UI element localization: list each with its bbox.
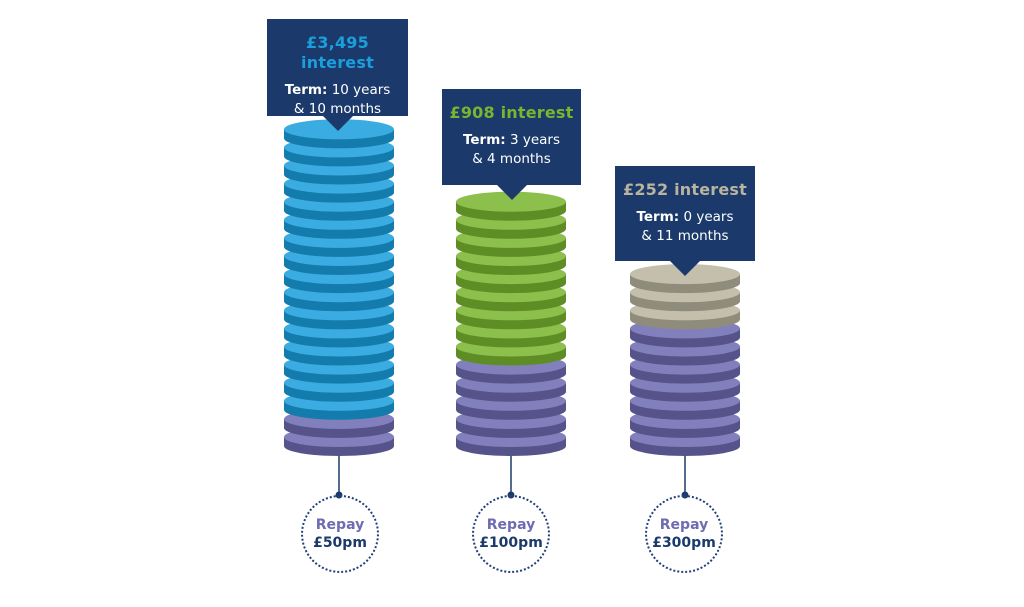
callout-term: Term: 3 years & 4 months [442,131,581,169]
interest-amount: £252 [622,180,669,199]
interest-suffix: interest [494,103,574,122]
interest-amount: £908 [449,103,495,122]
repay-amount: £100pm [479,535,543,551]
repay-label: Repay [659,517,709,533]
term-line1: 3 years [509,132,561,148]
term-line1: 0 years [683,209,734,225]
term-label: Term: [462,132,506,148]
callout-50pm: £3,495 interest Term: 10 years & 10 month… [267,19,408,131]
coin-stack [630,264,740,499]
interest-suffix: interest [301,53,374,72]
repay-50pm: Repay £50pm [301,495,379,573]
repay-300pm: Repay £300pm [645,495,723,573]
callout-100pm: £908 interest Term: 3 years & 4 months [442,89,581,200]
callout-term: Term: 10 years & 10 months [267,81,408,119]
callout-headline: £908 interest [442,103,581,123]
term-line2: & 4 months [472,151,551,167]
callout-headline: £3,495 interest [267,33,408,73]
coin-stack [456,191,566,499]
callout-300pm: £252 interest Term: 0 years & 11 months [615,166,755,276]
repay-label: Repay [315,517,365,533]
interest-suffix: interest [668,180,747,199]
term-label: Term: [284,82,328,98]
term-line2: & 10 months [293,101,382,117]
callout-term: Term: 0 years & 11 months [615,208,755,246]
interest-coin [456,191,566,221]
callout-headline: £252 interest [615,180,755,200]
repay-label: Repay [486,517,536,533]
repay-amount: £300pm [652,535,716,551]
interest-amount: £3,495 [306,33,369,52]
term-label: Term: [636,209,680,225]
term-line2: & 11 months [641,228,729,244]
repay-100pm: Repay £100pm [472,495,550,573]
coin-stack [284,119,394,499]
term-line1: 10 years [331,82,391,98]
repay-amount: £50pm [313,535,367,551]
